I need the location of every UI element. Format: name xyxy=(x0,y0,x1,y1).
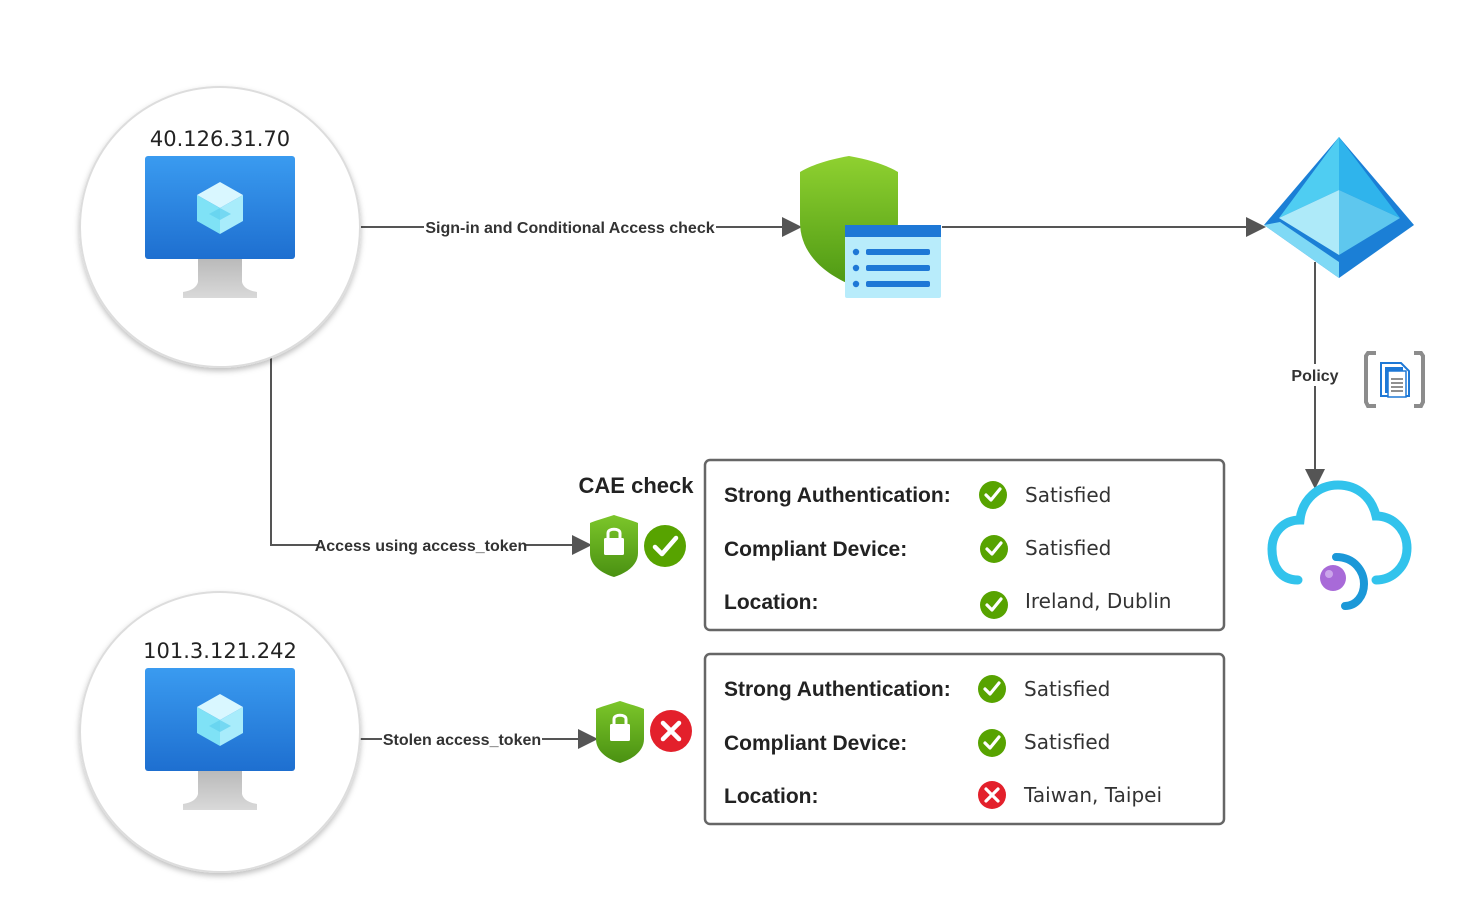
device-bottom: 101.3.121.242 xyxy=(79,591,361,873)
check-pass-icon xyxy=(978,675,1006,703)
check-value: Satisfied xyxy=(1025,536,1111,560)
cae-title: CAE check xyxy=(579,473,695,498)
check-label: Location: xyxy=(724,785,819,808)
lock-shield-icon-valid xyxy=(590,515,638,577)
entra-id-icon xyxy=(1264,137,1414,278)
check-row: Location: Ireland, Dublin xyxy=(724,589,1171,619)
check-label: Strong Authentication: xyxy=(724,484,951,507)
monitor-icon xyxy=(145,156,295,298)
cloud-resource-icon xyxy=(1267,480,1412,610)
check-value: Satisfied xyxy=(1025,483,1111,507)
edge-label-signin: Sign-in and Conditional Access check xyxy=(425,220,714,237)
check-row: Strong Authentication: Satisfied xyxy=(724,675,1110,703)
check-pass-icon xyxy=(978,729,1006,757)
edge-label-signin-group: Sign-in and Conditional Access check xyxy=(424,216,716,238)
conditional-access-icon xyxy=(800,156,941,298)
edge-label-stolen: Stolen access_token xyxy=(383,732,541,749)
policy-document-icon xyxy=(1364,351,1425,408)
device-top-ip: 40.126.31.70 xyxy=(150,127,290,151)
check-row: Strong Authentication: Satisfied xyxy=(724,481,1111,509)
check-value: Satisfied xyxy=(1024,730,1110,754)
check-value: Taiwan, Taipei xyxy=(1023,783,1162,807)
device-bottom-ip: 101.3.121.242 xyxy=(143,639,297,663)
check-label: Compliant Device: xyxy=(724,538,907,561)
check-label: Compliant Device: xyxy=(724,732,907,755)
edge-label-policy: Policy xyxy=(1291,368,1338,385)
check-label: Location: xyxy=(724,591,819,614)
check-value: Satisfied xyxy=(1024,677,1110,701)
edge-label-access: Access using access_token xyxy=(315,538,528,555)
check-row: Compliant Device: Satisfied xyxy=(724,535,1111,563)
check-pass-icon xyxy=(980,535,1008,563)
monitor-icon xyxy=(145,668,295,810)
edge-label-stolen-group: Stolen access_token xyxy=(382,728,542,750)
checks-box-stolen: Strong Authentication: Satisfied Complia… xyxy=(703,652,1226,826)
edge-label-policy-group: Policy xyxy=(1289,364,1341,386)
check-pass-icon xyxy=(979,481,1007,509)
checks-box-valid: Strong Authentication: Satisfied Complia… xyxy=(703,458,1226,632)
lock-shield-icon-stolen xyxy=(596,701,644,763)
edge-label-access-group: Access using access_token xyxy=(315,534,528,556)
check-row: Compliant Device: Satisfied xyxy=(724,729,1110,757)
check-label: Strong Authentication: xyxy=(724,678,951,701)
device-top: 40.126.31.70 xyxy=(79,86,361,368)
error-circle-icon-stolen xyxy=(650,710,692,752)
check-pass-icon xyxy=(980,591,1008,619)
check-row: Location: Taiwan, Taipei xyxy=(724,781,1162,809)
check-circle-icon-valid xyxy=(644,525,686,567)
check-value: Ireland, Dublin xyxy=(1025,589,1171,613)
